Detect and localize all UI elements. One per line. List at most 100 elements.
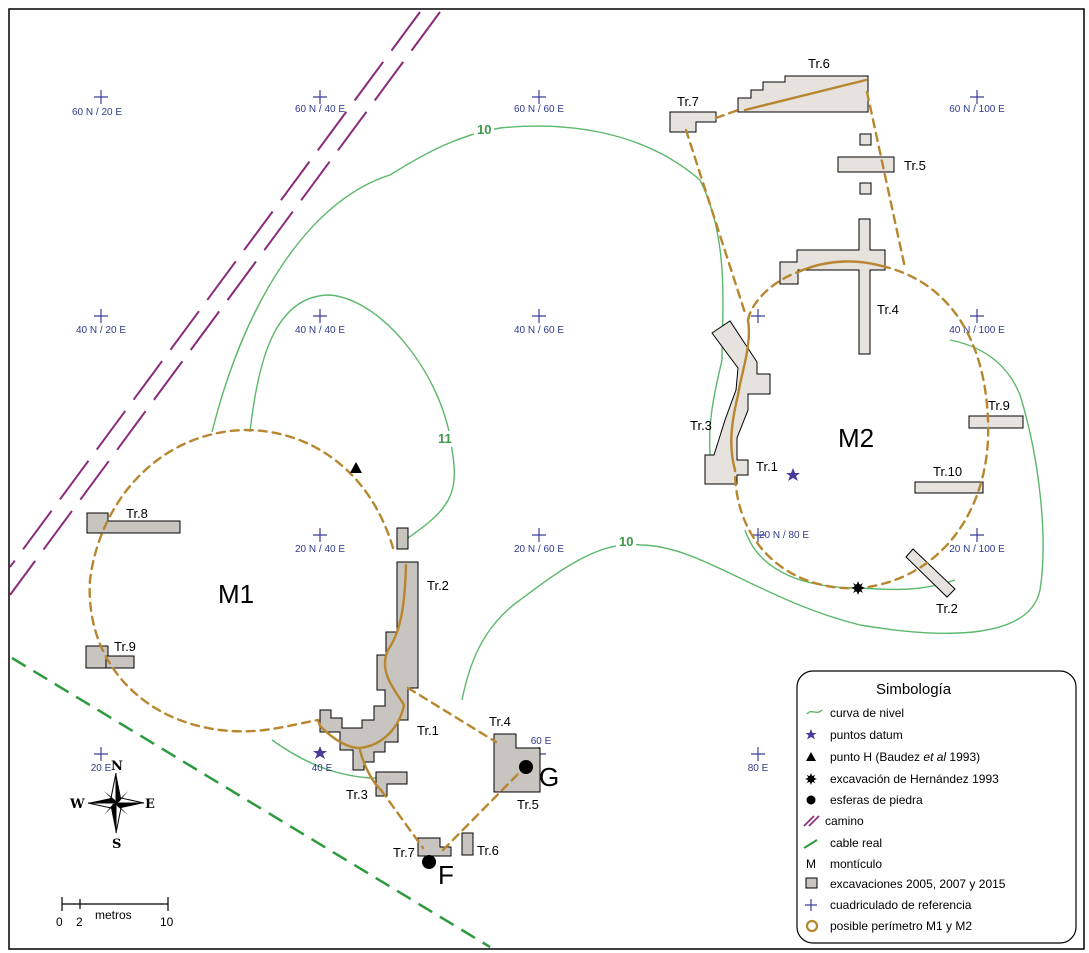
m1-tr8-label: Tr.8	[126, 506, 148, 521]
legend-item: excavaciones 2005, 2007 y 2015	[830, 877, 1006, 891]
m1-perimeter-dashed-3	[379, 788, 425, 850]
legend-item: excavación de Hernández 1993	[830, 772, 999, 786]
m2-west-link	[684, 128, 748, 318]
legend-grid-icon	[805, 899, 817, 911]
m2-perimeter-dashed	[733, 264, 990, 590]
grid-label: 40 N / 60 E	[514, 325, 564, 336]
grid-label: 20 N / 100 E	[949, 544, 1005, 555]
contour-label-bg	[616, 534, 636, 550]
m2-tr7-excavation	[669, 111, 717, 133]
grid-cross	[94, 309, 108, 323]
m2-trench-labels: Tr.1 Tr.2 Tr.3 Tr.4 Tr.5 Tr.6 Tr.7 Tr.9 …	[677, 56, 1010, 616]
m2-tr6-diag	[743, 78, 868, 112]
grid-cross	[970, 309, 984, 323]
grid-label: 20 N / 40 E	[295, 544, 345, 555]
m1-tr2-label: Tr.2	[427, 578, 449, 593]
grid-cross	[970, 528, 984, 542]
contour-label-11: 11	[438, 431, 452, 446]
m1-perimeter-dashed	[88, 428, 395, 733]
m2-tr5-top	[859, 133, 872, 146]
legend-road-icon	[803, 815, 820, 827]
legend-excavation-icon	[805, 877, 818, 889]
cable-real-line	[11, 656, 491, 949]
grid-label: 60 N / 20 E	[72, 107, 122, 118]
m2-east-link	[865, 90, 907, 270]
m2-tr4-label: Tr.4	[877, 302, 899, 317]
contour-label-upper-10: 10	[477, 122, 491, 137]
m2-tr10-excavation	[914, 481, 984, 494]
grid-cross	[751, 747, 765, 761]
m1-tr7-label: Tr.7	[393, 845, 415, 860]
grid-label: 80 E	[748, 763, 769, 774]
compass-w: W	[69, 797, 85, 812]
m2-tr10-label: Tr.10	[933, 464, 962, 479]
legend-item: curva de nivel	[830, 706, 904, 720]
m2-tr6-label: Tr.6	[808, 56, 830, 71]
grid-cross	[532, 309, 546, 323]
grid-label: 40 N / 20 E	[76, 325, 126, 336]
m1-tr9-excavation	[85, 645, 109, 669]
grid-label: 60 N / 60 E	[514, 104, 564, 115]
perimeters	[88, 78, 990, 852]
legend-item: posible perímetro M1 y M2	[830, 919, 972, 933]
m1-perimeter-dashed-4	[441, 770, 522, 852]
m2-tr7-label: Tr.7	[677, 94, 699, 109]
contour-11	[249, 294, 456, 539]
m1-perimeter-dashed-2	[406, 686, 498, 744]
grid-label: 40 N / 40 E	[295, 325, 345, 336]
compass-rose-icon: N S E W	[69, 759, 155, 852]
m2-tr4-excavation	[779, 218, 886, 355]
m1-perimeter-solid-2	[358, 748, 383, 792]
grid-label: 20 E	[91, 763, 112, 774]
legend-item: punto H (Baudez et al 1993)	[830, 750, 980, 764]
mound-m2-label: M2	[838, 423, 874, 453]
m2-tr2-excavation	[905, 548, 956, 598]
m1-tr1-label: Tr.1	[417, 723, 439, 738]
legend-datum-icon	[805, 729, 817, 740]
m2-perimeter-dashed-2	[746, 270, 800, 322]
legend-cable-icon	[803, 839, 818, 849]
stone-sphere-f-icon	[422, 855, 436, 869]
legend: Simbología curva de nivel puntos datum p…	[796, 670, 1077, 944]
m1-trench-labels: Tr.1 Tr.2 Tr.3 Tr.4 Tr.5 Tr.6 Tr.7 Tr.8 …	[114, 506, 539, 860]
m2-tr1-label: Tr.1	[756, 459, 778, 474]
legend-title: Simbología	[876, 681, 952, 698]
stone-sphere-g-icon	[519, 760, 533, 774]
scale-unit: metros	[95, 908, 132, 922]
compass-n: N	[111, 759, 123, 774]
legend-item: esferas de piedra	[830, 793, 923, 807]
m1-tr3-excavation	[375, 771, 408, 797]
m2-tr9-label: Tr.9	[988, 398, 1010, 413]
grid-label: 40 N / 100 E	[949, 325, 1005, 336]
punto-h-triangle-icon	[350, 462, 362, 473]
sphere-f-label: F	[438, 860, 454, 890]
datum-star-icon	[313, 746, 327, 759]
scale-tick-10: 10	[160, 915, 174, 929]
m1-tr3-label: Tr.3	[346, 787, 368, 802]
legend-sphere-icon	[806, 795, 816, 805]
m1-tr4-label: Tr.4	[489, 714, 511, 729]
grid-cross	[751, 309, 765, 323]
contour-lines	[211, 125, 1044, 779]
m1-tr5-label: Tr.5	[517, 797, 539, 812]
m2-tr5-excavation	[837, 156, 895, 173]
road-line	[9, 11, 421, 568]
m1-tr4-tr5-excavation	[493, 733, 541, 793]
m1-tr9-excavation-ext	[105, 655, 135, 669]
grid-label: 60 E	[531, 736, 552, 747]
legend-item: cable real	[830, 836, 882, 850]
legend-box	[796, 670, 1077, 944]
m2-perimeter-solid	[796, 260, 884, 274]
grid-cross	[94, 747, 108, 761]
m2-tr5-bottom	[859, 182, 872, 195]
m1-perimeter-solid	[316, 563, 408, 750]
m2-tr3-label: Tr.3	[690, 418, 712, 433]
grid-labels: 60 N / 20 E 60 N / 40 E 60 N / 60 E 60 N…	[72, 104, 1005, 774]
m1-tr6-excavation	[461, 832, 474, 856]
hernandez-excavation-icon	[851, 581, 865, 595]
contour-10-lower	[461, 339, 1044, 701]
contour-label-bg	[474, 122, 494, 138]
legend-item: camino	[825, 814, 864, 828]
grid-cross	[532, 528, 546, 542]
